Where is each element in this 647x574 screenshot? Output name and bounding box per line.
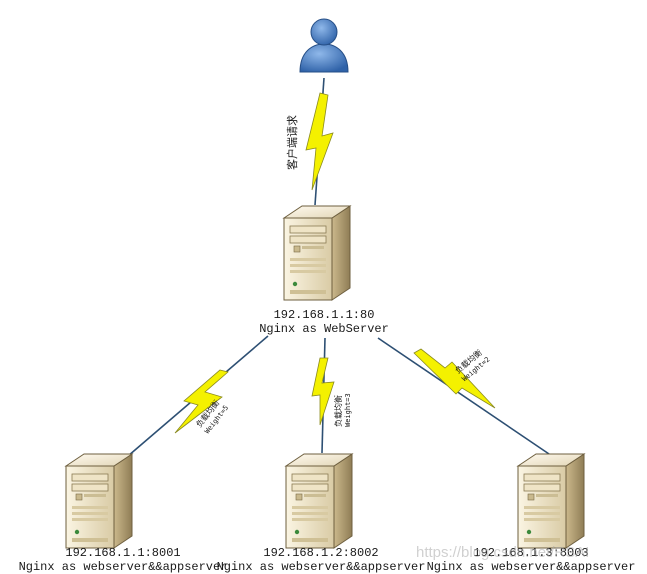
backend-server-icon [285, 453, 353, 549]
backend-role: Nginx as webserver&&appserver [18, 560, 228, 574]
backend-ip: 192.168.1.3:8003 [473, 546, 589, 560]
user-icon [299, 18, 349, 73]
lightning-bolt-icons [174, 92, 496, 434]
main-server-ip: 192.168.1.1:80 [273, 308, 375, 322]
main-server-role: Nginx as WebServer [259, 322, 389, 336]
main-server-icon [283, 205, 351, 301]
backend-role: Nginx as webserver&&appserver [426, 560, 636, 574]
backend-server-icon [517, 453, 585, 549]
bolt-link2-icon [311, 357, 335, 426]
backend-server-label: 192.168.1.3:8003 Nginx as webserver&&app… [422, 546, 640, 574]
client-request-label: 客户端请求 [285, 115, 299, 170]
bolt-client-icon [305, 92, 334, 191]
svg-text:负载均衡: 负载均衡 [333, 395, 343, 427]
backend-server-label: 192.168.1.2:8002 Nginx as webserver&&app… [212, 546, 430, 574]
backend-ip: 192.168.1.2:8002 [263, 546, 379, 560]
bolt-link3-icon [413, 348, 496, 409]
backend-server-label: 192.168.1.1:8001 Nginx as webserver&&app… [14, 546, 232, 574]
svg-text:Weight=3: Weight=3 [344, 393, 352, 427]
link-label-2: 负载均衡 Weight=3 [333, 393, 352, 427]
backend-role: Nginx as webserver&&appserver [216, 560, 426, 574]
watermark: https://blog.csdn.net/RSAI [416, 544, 590, 561]
backend-server-icon [65, 453, 133, 549]
bolt-link1-icon [174, 369, 229, 434]
main-server-label: 192.168.1.1:80 Nginx as WebServer [244, 308, 404, 336]
backend-ip: 192.168.1.1:8001 [65, 546, 181, 560]
